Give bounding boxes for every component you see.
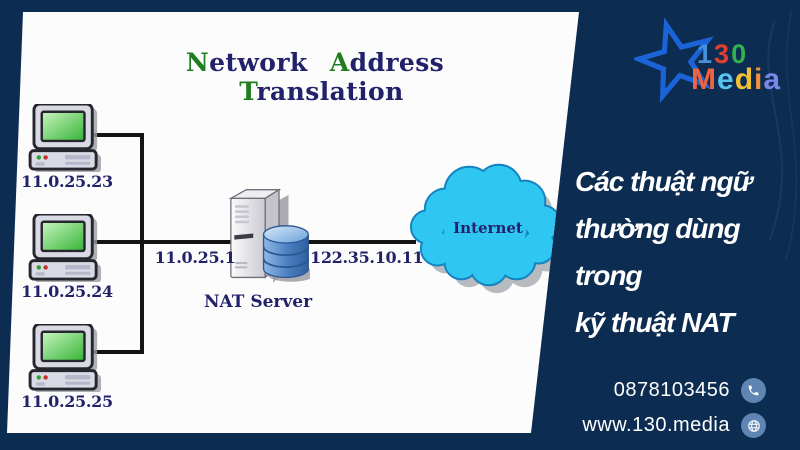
host-ip-label: 11.0.25.25 — [21, 392, 113, 411]
swoosh-decoration — [767, 9, 798, 261]
wire-host3 — [94, 350, 144, 354]
website-row: www.130.media — [516, 413, 766, 438]
host-ip-label: 11.0.25.24 — [21, 282, 113, 301]
nat-server-label: NAT Server — [203, 292, 313, 312]
phone-number: 0878103456 — [613, 379, 730, 401]
title-word-rest: ranslation — [256, 77, 404, 106]
wire-host2-to-nat — [94, 240, 232, 244]
contact-block: 0878103456 www.130.media — [516, 378, 766, 448]
logo-text-130: 130 — [697, 39, 749, 69]
phone-row: 0878103456 — [516, 378, 766, 403]
star-logo-icon — [634, 17, 714, 104]
nat-server-icon — [228, 188, 310, 283]
phone-icon — [741, 378, 766, 403]
globe-icon — [741, 413, 766, 438]
headline-line: kỹ thuật NAT — [575, 307, 735, 338]
logo-text-media: Media — [691, 63, 782, 96]
title-word-initial: N — [185, 48, 210, 77]
wire-bus-vertical — [140, 133, 144, 354]
diagram-title: Network Address Translation — [95, 48, 535, 106]
website-url: www.130.media — [582, 414, 730, 436]
nat-external-ip-label: 122.35.10.11 — [310, 248, 424, 267]
database-icon — [262, 225, 310, 282]
computer-icon — [28, 214, 103, 282]
wire-nat-to-internet — [300, 240, 416, 244]
headline-line: thường dùng trong — [575, 213, 741, 291]
title-word-rest: ddress — [349, 48, 445, 77]
headline: Các thuật ngữ thường dùng trong kỹ thuật… — [575, 158, 800, 346]
headline-line: Các thuật ngữ — [575, 166, 753, 197]
title-word-initial: T — [239, 77, 257, 106]
computer-icon — [28, 324, 103, 392]
nat-internal-ip-label: 11.0.25.1 — [154, 248, 236, 267]
title-word-rest: etwork — [209, 48, 308, 77]
title-word-initial: A — [329, 48, 350, 77]
host-ip-label: 11.0.25.23 — [21, 172, 113, 191]
wire-host1 — [94, 133, 144, 137]
computer-icon — [28, 104, 103, 172]
internet-label: Internet — [453, 219, 523, 237]
